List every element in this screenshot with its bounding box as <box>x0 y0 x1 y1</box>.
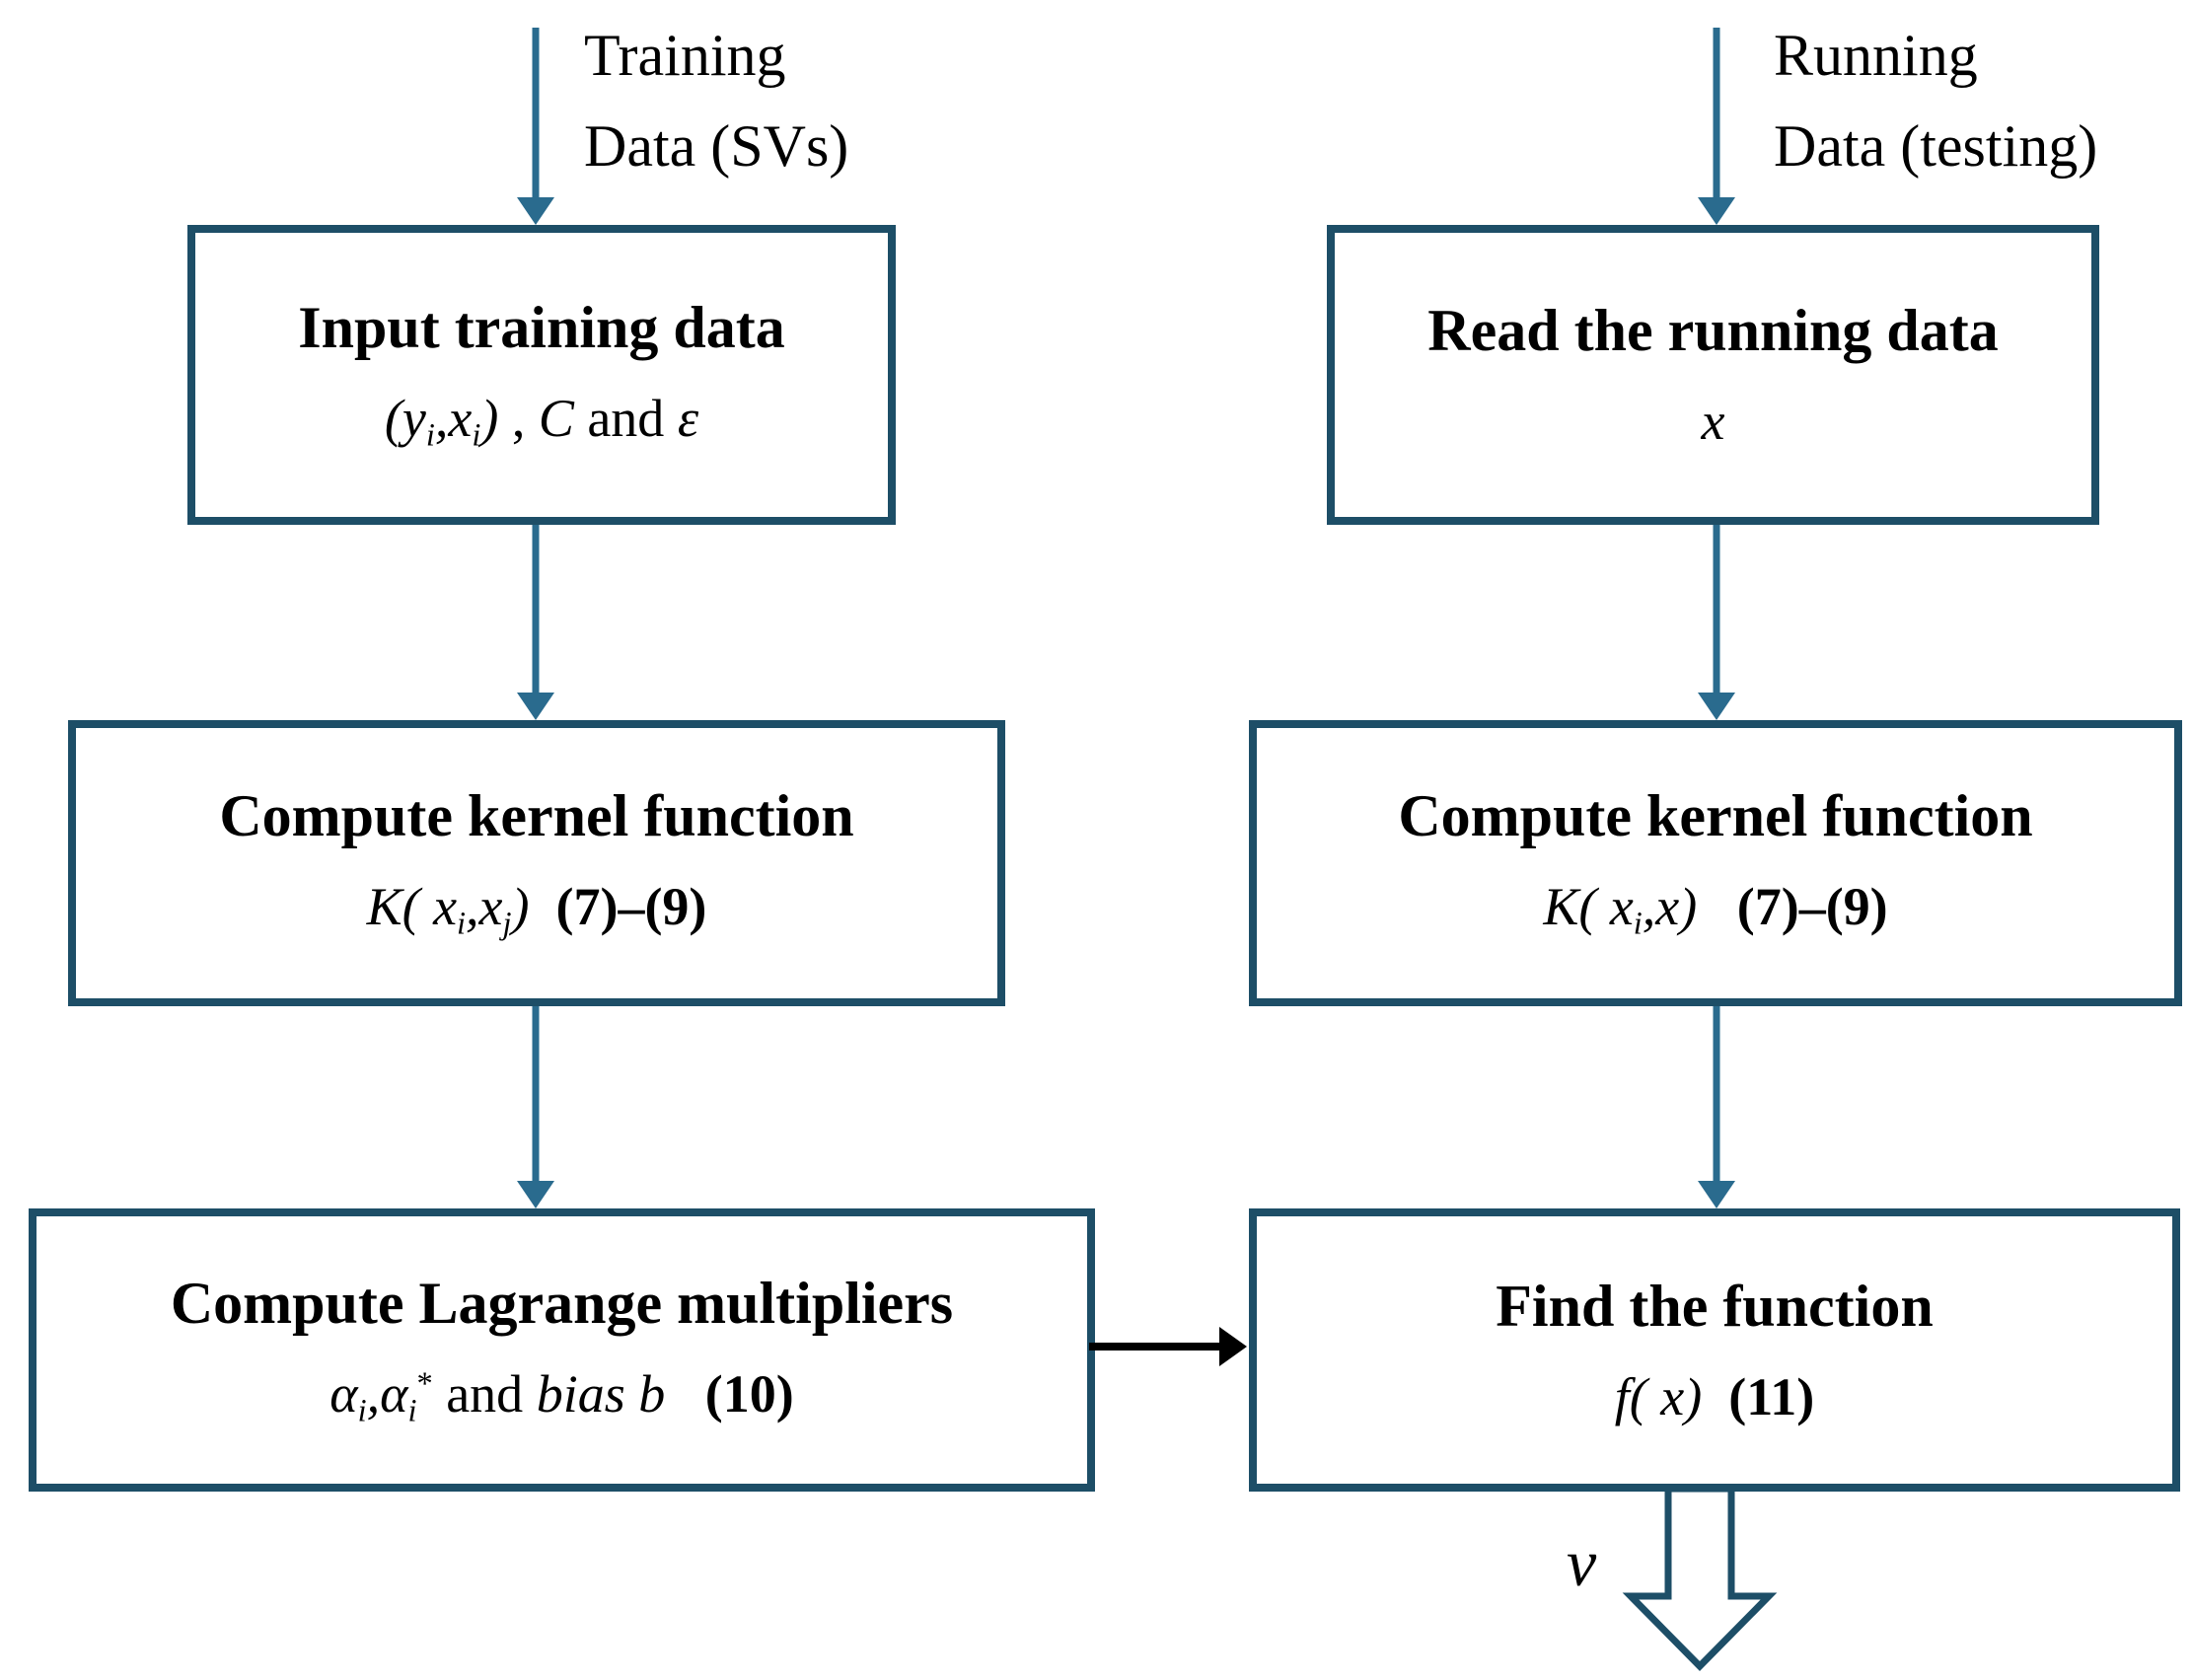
box-title: Find the function <box>1496 1273 1934 1339</box>
label-running-line1: Running <box>1774 23 1978 88</box>
label-running-data: Running Data (testing) <box>1774 10 2097 191</box>
box-title: Compute kernel function <box>219 783 854 849</box>
box-compute-lagrange-multipliers: Compute Lagrange multipliers αi,αi* and … <box>29 1208 1095 1492</box>
arrow-down-icon <box>1698 693 1735 720</box>
running-data-input-arrow <box>1698 28 1735 225</box>
arrow-right-icon <box>1219 1327 1247 1366</box>
box-formula: K( xi,x) (7)–(9) <box>1543 877 1888 943</box>
arrow-down-icon <box>517 1181 554 1208</box>
box-find-the-function: Find the function f( x) (11) <box>1249 1208 2180 1492</box>
output-label: v <box>1567 1525 1597 1600</box>
box-compute-kernel-training: Compute kernel function K( xi,xj) (7)–(9… <box>68 720 1005 1006</box>
box-read-running-data: Read the running data x <box>1327 225 2099 525</box>
label-training-line2: Data (SVs) <box>584 113 849 179</box>
arrow-shaft <box>1713 1006 1720 1181</box>
arrow-shaft <box>532 1006 540 1181</box>
box-formula: K( xi,xj) (7)–(9) <box>366 877 707 943</box>
label-running-line2: Data (testing) <box>1774 113 2098 179</box>
arrow-kernel-to-function <box>1698 1006 1735 1208</box>
box-input-training-data: Input training data (yi,xi) , C and ε <box>187 225 896 525</box>
arrow-shaft <box>1713 525 1720 693</box>
box-formula: (yi,xi) , C and ε <box>384 389 699 455</box>
arrow-down-icon <box>1698 197 1735 225</box>
arrow-read-to-kernel <box>1698 525 1735 720</box>
box-formula: αi,αi* and bias b (10) <box>329 1363 794 1429</box>
arrow-down-icon <box>1698 1181 1735 1208</box>
box-title: Read the running data <box>1427 298 1999 364</box>
arrow-shaft <box>532 525 540 693</box>
arrow-shaft <box>1089 1343 1219 1351</box>
arrow-shaft <box>1713 28 1720 197</box>
arrow-shaft <box>532 28 540 197</box>
box-title: Compute kernel function <box>1398 783 2033 849</box>
box-formula: f( x) (11) <box>1614 1366 1815 1426</box>
label-training-data: Training Data (SVs) <box>584 10 848 191</box>
arrow-input-to-kernel <box>517 525 554 720</box>
box-title: Input training data <box>298 295 785 361</box>
box-formula: x <box>1701 392 1725 452</box>
arrow-down-icon <box>517 693 554 720</box>
output-arrow-icon <box>1622 1486 1778 1671</box>
box-title: Compute Lagrange multipliers <box>170 1270 954 1336</box>
arrow-lagrange-to-function <box>1089 1325 1247 1368</box>
arrow-kernel-to-lagrange <box>517 1006 554 1208</box>
training-data-input-arrow <box>517 28 554 225</box>
label-training-line1: Training <box>584 23 786 88</box>
box-compute-kernel-running: Compute kernel function K( xi,x) (7)–(9) <box>1249 720 2182 1006</box>
arrow-down-icon <box>517 197 554 225</box>
